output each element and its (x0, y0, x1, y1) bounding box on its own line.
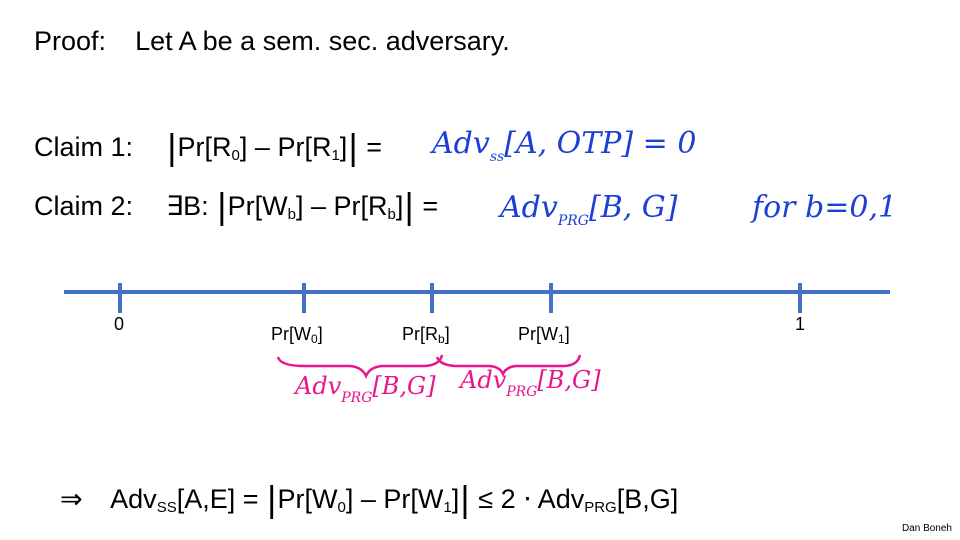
brace-right (435, 354, 582, 378)
claim-2-pr-a: Pr[Wb] (227, 191, 304, 223)
label-pr-w1: Pr[W1] (518, 324, 570, 346)
claim-2-handwritten-note: for b=0,1 (752, 190, 898, 225)
equals-sign: = (366, 132, 383, 162)
claim-1-pr-a: Pr[R0] (177, 132, 248, 164)
tick-rb (430, 283, 434, 313)
claim-2-line: Claim 2: ∃B: |Pr[Wb] – Pr[Rb]| = (34, 187, 438, 227)
claim-1-pr-b: Pr[R1] (277, 132, 348, 164)
conclusion-pr-a: Pr[W0] (277, 484, 354, 516)
conclusion-line: ⇒ AdvSS[A,E] = |Pr[W0] – Pr[W1]| ≤ 2 ⋅ A… (60, 480, 678, 520)
tick-w1 (549, 283, 553, 313)
equals-sign: = (422, 191, 439, 221)
tick-zero (118, 283, 122, 313)
adv-ss: AdvSS[A,E] = (110, 484, 259, 516)
claim-1-label: Claim 1: (34, 132, 134, 162)
claim-2-handwritten-answer: AdvPRG[B, G] (500, 190, 678, 229)
label-pr-rb: Pr[Rb] (402, 324, 450, 346)
number-line (64, 290, 890, 294)
tick-one (798, 283, 802, 313)
abs-bar-right: | (459, 480, 471, 520)
abs-bar-left: | (166, 128, 178, 168)
minus-sign: – (360, 484, 376, 514)
abs-bar-left: | (216, 187, 228, 227)
label-pr-w0: Pr[W0] (271, 324, 323, 346)
implies-sign: ⇒ (60, 484, 83, 514)
label-one: 1 (795, 314, 806, 334)
tick-w0 (302, 283, 306, 313)
proof-line: Proof: Let A be a sem. sec. adversary. (34, 26, 510, 57)
proof-label: Proof: (34, 26, 107, 56)
abs-bar-right: | (347, 128, 359, 168)
claim-1-line: Claim 1: |Pr[R0] – Pr[R1]| = (34, 128, 382, 168)
claim-1-handwritten-answer: Advss[A, OTP] = 0 (432, 126, 697, 165)
abs-bar-right: | (403, 187, 415, 227)
abs-bar-left: | (266, 480, 278, 520)
bound: ≤ 2 ⋅ AdvPRG[B,G] (478, 484, 679, 516)
brace-left (276, 354, 444, 380)
exists-b: ∃B: (166, 191, 209, 221)
label-zero: 0 (114, 314, 125, 334)
author-signature: Dan Boneh (901, 523, 952, 534)
minus-sign: – (254, 132, 270, 162)
proof-text: Let A be a sem. sec. adversary. (135, 26, 510, 56)
claim-2-label: Claim 2: (34, 191, 134, 221)
minus-sign: – (311, 191, 327, 221)
conclusion-pr-b: Pr[W1] (383, 484, 460, 516)
gap-2-advantage: AdvPRG[B,G] (460, 366, 601, 400)
gap-1-advantage: AdvPRG[B,G] (295, 372, 436, 406)
claim-2-pr-b: Pr[Rb] (333, 191, 404, 223)
